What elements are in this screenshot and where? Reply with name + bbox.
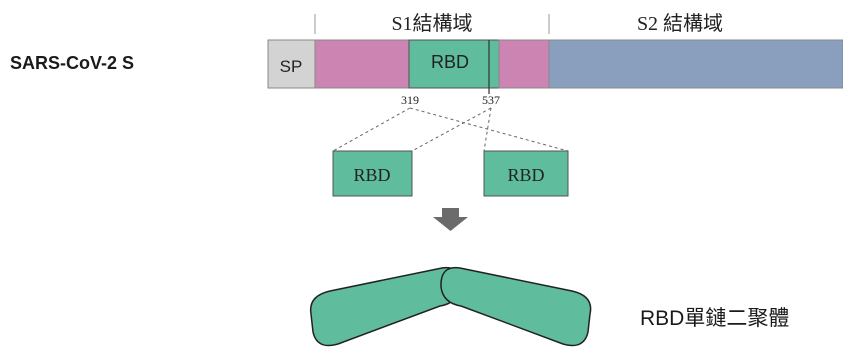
sp-segment xyxy=(267,39,316,89)
rbd-dimer xyxy=(309,266,592,347)
rbd-fragment-right-label: RBD xyxy=(507,165,544,185)
rbd-fragment-right xyxy=(483,150,569,197)
s2-domain-label: S2 結構域 xyxy=(637,12,723,35)
s2-segment xyxy=(548,39,843,89)
rbd-segment xyxy=(408,39,500,89)
projection-line xyxy=(409,107,569,152)
projection-line xyxy=(483,107,492,152)
protein-name-label: SARS-CoV-2 S xyxy=(10,53,135,73)
s1-segment-left xyxy=(314,39,410,89)
s1-segment-right xyxy=(498,39,550,89)
dimer-label: RBD單鏈二聚體 xyxy=(640,307,790,330)
projection-line xyxy=(411,107,492,152)
sp-label: SP xyxy=(280,57,303,76)
position-end: 537 xyxy=(482,93,500,107)
position-start: 319 xyxy=(401,93,419,107)
projection-line xyxy=(332,107,411,152)
down-arrow-icon xyxy=(433,208,468,231)
projection-lines xyxy=(332,107,569,152)
dimer-left-unit xyxy=(309,266,461,347)
dimer-right-unit xyxy=(440,266,592,347)
rbd-segment-label: RBD xyxy=(431,52,469,72)
rbd-fragment-left-label: RBD xyxy=(353,165,390,185)
rbd-fragment-left xyxy=(332,150,413,197)
s1-domain-label: S1結構域 xyxy=(391,12,472,35)
